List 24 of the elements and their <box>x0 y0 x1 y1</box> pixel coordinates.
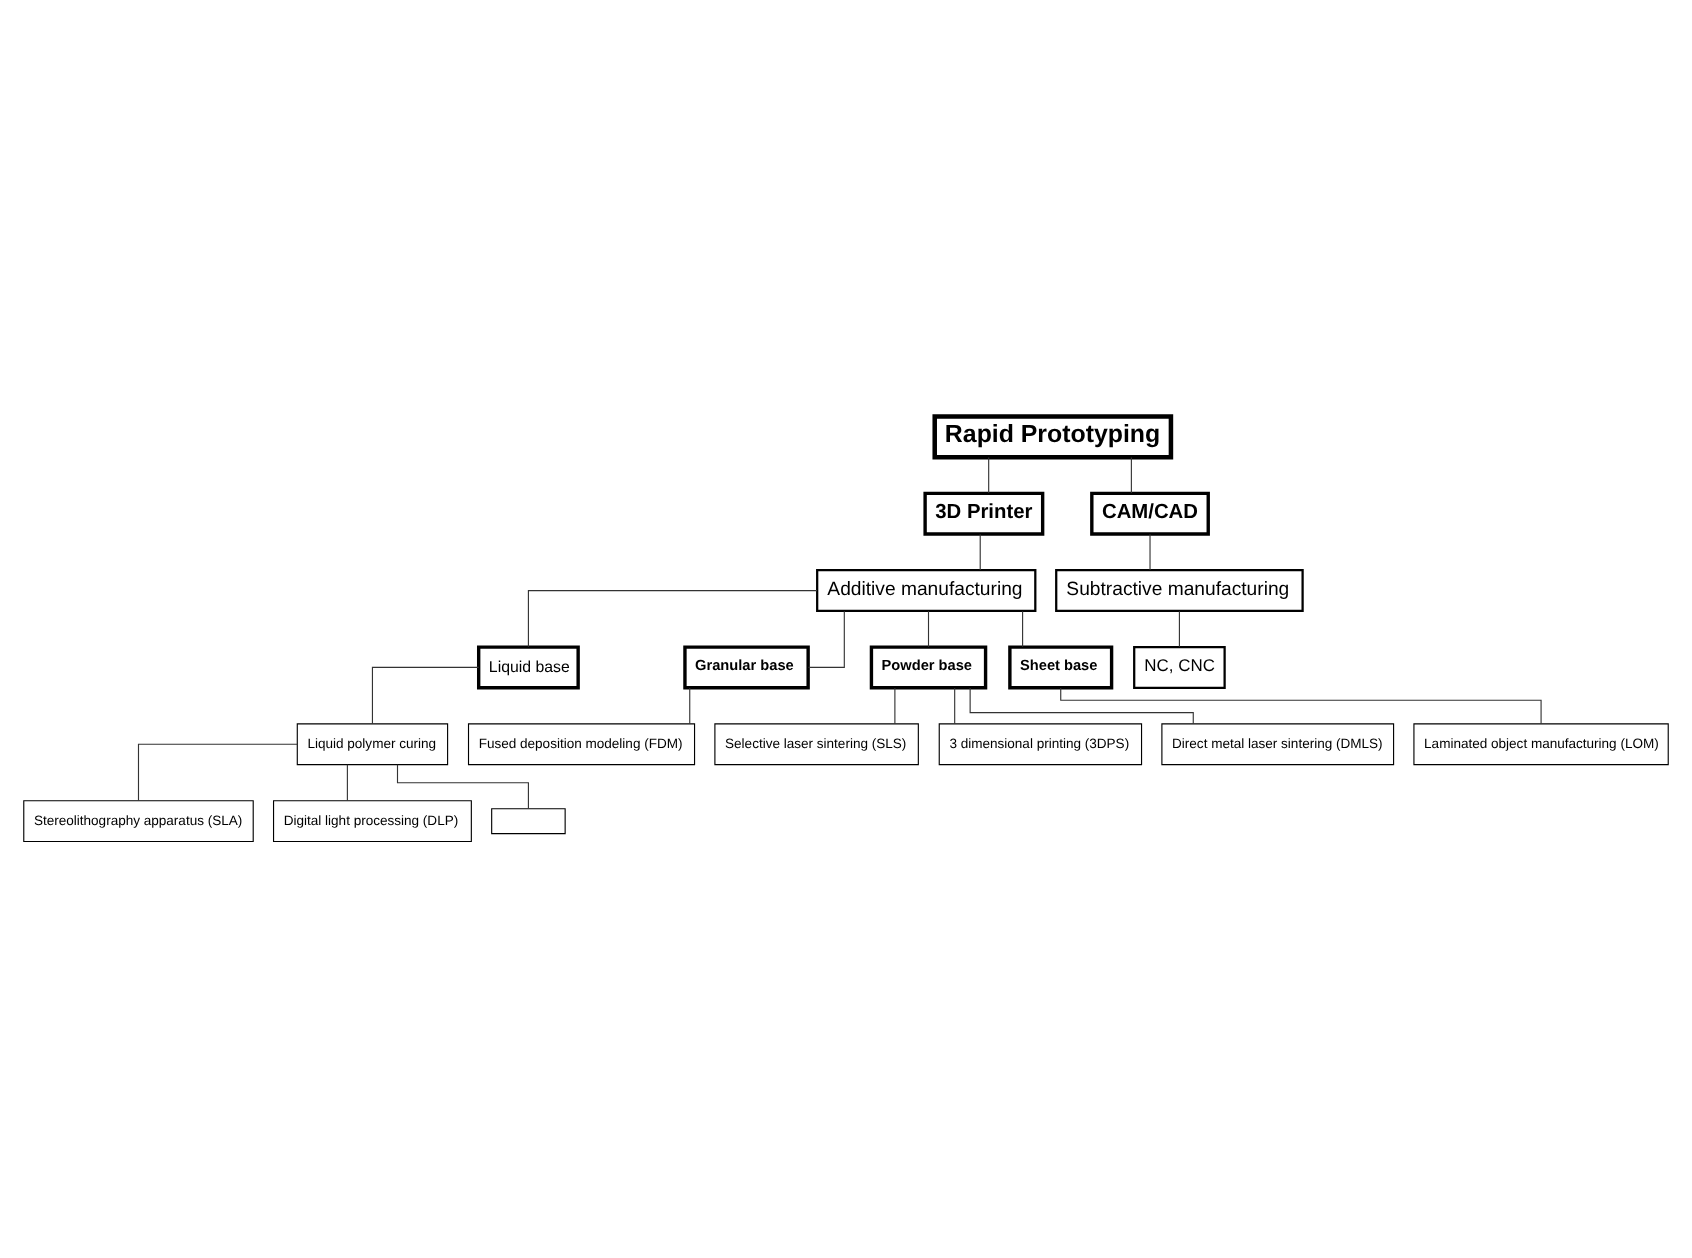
connector <box>1022 610 1024 648</box>
connector <box>894 687 896 725</box>
connector <box>1149 533 1151 571</box>
connector <box>1130 456 1132 494</box>
connector <box>807 610 845 668</box>
connector <box>979 533 981 571</box>
connector <box>689 687 691 725</box>
connector <box>527 590 818 648</box>
node-box: Rapid Prototyping <box>932 414 1174 460</box>
connector <box>396 764 529 810</box>
connector <box>137 743 298 802</box>
node-box: CAM/CAD <box>1090 491 1210 536</box>
node-box: Additive manufacturing <box>816 569 1037 613</box>
connector <box>371 666 480 725</box>
node-box: 3D Printer <box>923 491 1045 536</box>
node-box: NC, CNC <box>1133 645 1226 689</box>
connector <box>954 687 956 725</box>
connector <box>988 456 990 494</box>
connector <box>1178 610 1180 648</box>
connector <box>927 610 930 648</box>
node-box: Subtractive manufacturing <box>1055 569 1304 613</box>
connector <box>346 764 348 802</box>
connector <box>969 687 1194 725</box>
node-box <box>491 808 566 835</box>
